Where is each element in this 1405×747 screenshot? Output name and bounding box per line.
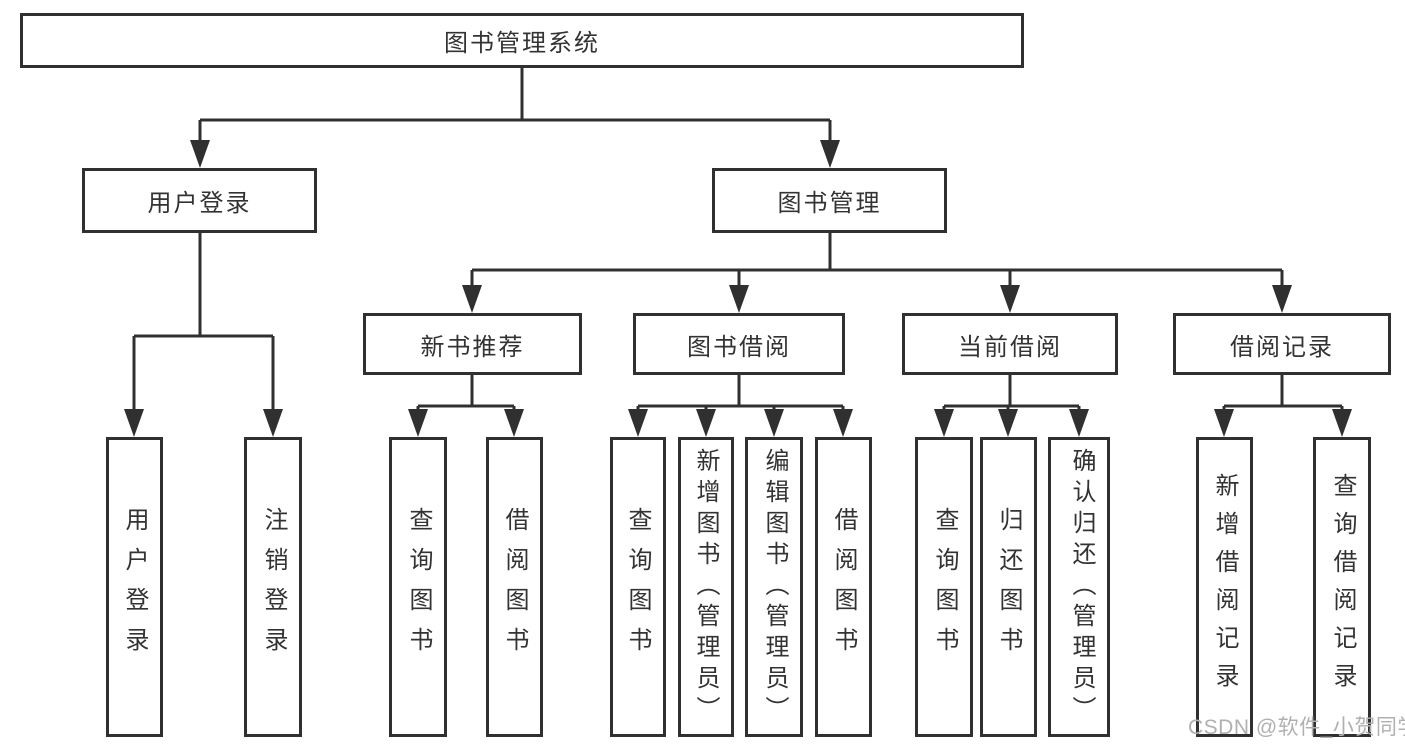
node-new-book-recommend: 新书推荐 <box>363 313 582 375</box>
leaf-records-query-record: 查询借阅记录 <box>1313 437 1371 737</box>
arrow-down-icon <box>729 285 749 313</box>
arrow-down-icon <box>628 409 648 437</box>
arrow-down-icon <box>998 409 1018 437</box>
arrow-down-icon <box>1000 285 1020 313</box>
arrow-down-icon <box>190 140 210 168</box>
arrow-down-icon <box>462 285 482 313</box>
arrow-down-icon <box>1272 285 1292 313</box>
arrow-down-icon <box>833 409 853 437</box>
arrow-down-icon <box>124 409 144 437</box>
leaf-newbook-query-books: 查询图书 <box>389 437 447 737</box>
node-root: 图书管理系统 <box>20 13 1024 68</box>
leaf-current-query-books: 查询图书 <box>915 437 973 737</box>
arrow-down-icon <box>408 409 428 437</box>
arrow-down-icon <box>1214 409 1234 437</box>
connector-root-to-level2 <box>198 68 832 148</box>
arrow-down-icon <box>696 409 716 437</box>
watermark: CSDN @软件_小贺同学 <box>1188 716 1405 739</box>
node-book-borrow: 图书借阅 <box>633 313 845 375</box>
arrow-down-icon <box>934 409 954 437</box>
node-user-login: 用户登录 <box>82 168 317 233</box>
leaf-borrow-add-books-admin: 新增图书（管理员） <box>678 437 734 737</box>
arrow-down-icon <box>263 409 283 437</box>
arrow-down-icon <box>504 409 524 437</box>
node-borrow-records: 借阅记录 <box>1173 313 1391 375</box>
connector-book-management-children <box>470 233 1284 293</box>
connector-borrow-records-children <box>1222 375 1344 417</box>
leaf-logout: 注销登录 <box>244 437 302 737</box>
leaf-borrow-edit-books-admin: 编辑图书（管理员） <box>745 437 803 737</box>
leaf-records-add-record: 新增借阅记录 <box>1196 437 1253 737</box>
leaf-newbook-borrow-books: 借阅图书 <box>486 437 543 737</box>
connector-book-borrow-children <box>636 375 845 417</box>
leaf-borrow-query-books: 查询图书 <box>610 437 666 737</box>
leaf-user-login: 用户登录 <box>106 437 163 737</box>
arrowheads <box>124 140 1352 437</box>
connector-new-book-recommend-children <box>416 375 516 417</box>
leaf-current-return-books: 归还图书 <box>980 437 1037 737</box>
leaf-borrow-borrow-books: 借阅图书 <box>815 437 872 737</box>
connector-user-login-children <box>132 233 275 417</box>
arrow-down-icon <box>764 409 784 437</box>
node-current-borrow: 当前借阅 <box>902 313 1118 375</box>
arrow-down-icon <box>1069 409 1089 437</box>
arrow-down-icon <box>1332 409 1352 437</box>
leaf-current-confirm-return-admin: 确认归还（管理员） <box>1048 437 1110 737</box>
node-book-management: 图书管理 <box>712 168 947 233</box>
arrow-down-icon <box>820 140 840 168</box>
